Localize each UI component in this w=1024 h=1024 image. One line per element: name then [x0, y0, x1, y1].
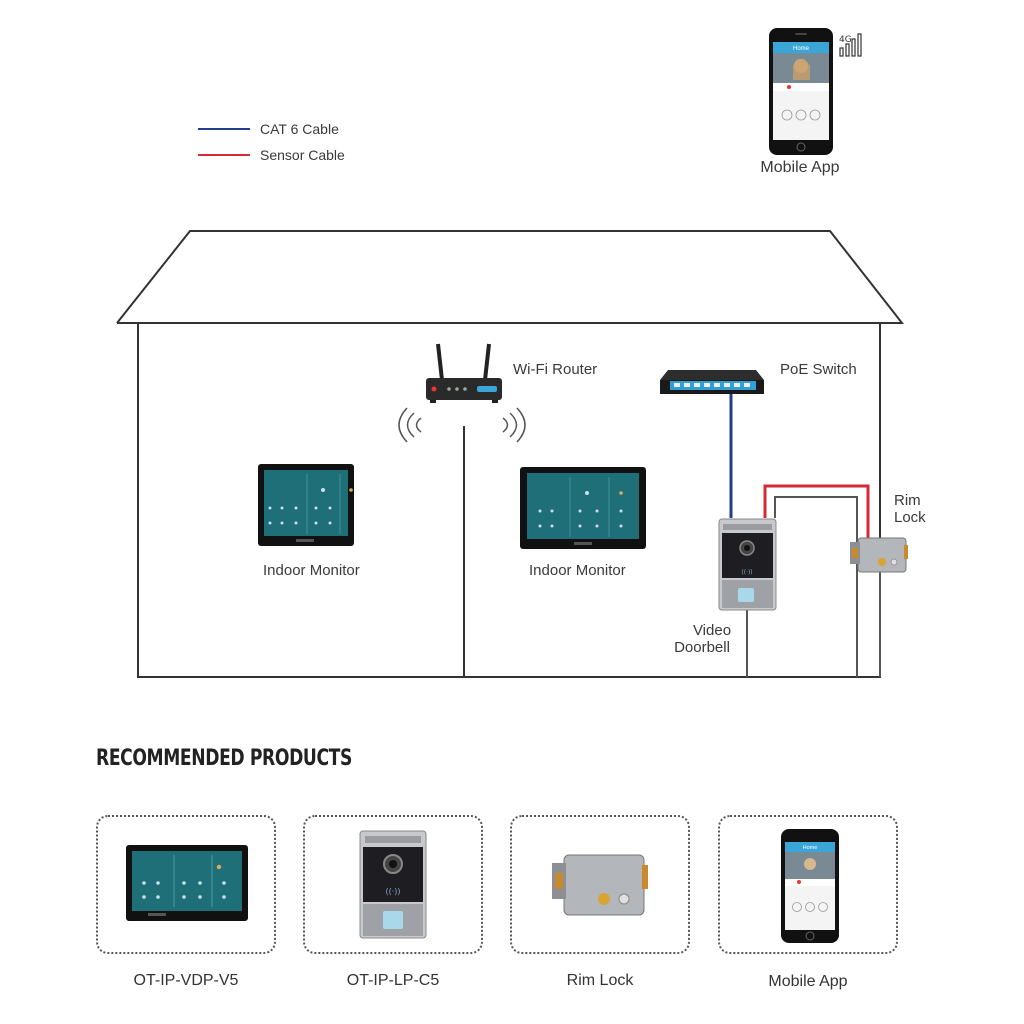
wifi-waves-left-icon [398, 407, 422, 443]
svg-text:((·)): ((·)) [741, 569, 752, 576]
indoor-monitor-2-icon [520, 467, 646, 549]
legend-sensor: Sensor Cable [198, 147, 345, 163]
recommended-products-heading: RECOMMENDED PRODUCTS [96, 746, 352, 771]
mobile-card-screen-title: Home [803, 845, 818, 851]
product-label-1: OT-IP-VDP-V5 [133, 972, 239, 989]
product-label-4: Mobile App [768, 973, 848, 990]
signal-badge-label: 4G [839, 35, 852, 45]
sensor-line-swatch [198, 154, 250, 156]
wifi-router-label: Wi-Fi Router [513, 361, 598, 378]
indoor-monitor-1-label: Indoor Monitor [263, 562, 360, 579]
wifi-waves-right-icon [502, 407, 526, 443]
video-doorbell-label-line2: Doorbell [674, 639, 730, 656]
legend-sensor-label: Sensor Cable [260, 147, 345, 163]
rim-lock-label-line1: Rim [894, 492, 921, 509]
product-card-video-doorbell[interactable]: ((·)) [303, 815, 483, 954]
svg-text:((·)): ((·)) [385, 887, 400, 896]
signal-4g-icon: 4G [839, 33, 862, 57]
indoor-monitor-2-label: Indoor Monitor [529, 562, 626, 579]
house-outline [116, 230, 905, 678]
rim-lock-label-line2: Lock [894, 509, 926, 526]
product-card-mobile-app[interactable]: Home [718, 815, 898, 954]
legend-cat6-label: CAT 6 Cable [260, 121, 339, 137]
rim-lock-icon [552, 854, 648, 916]
video-doorbell-icon: ((·)) [359, 830, 427, 939]
video-doorbell-icon: ((·)) [718, 518, 777, 611]
cat6-line-swatch [198, 128, 250, 130]
product-label-2: OT-IP-LP-C5 [346, 972, 440, 989]
product-card-rim-lock[interactable] [510, 815, 690, 954]
mobile-app-label: Mobile App [760, 159, 840, 176]
rim-lock-icon [850, 537, 908, 573]
indoor-monitor-1-icon [258, 464, 354, 546]
mobile-phone-icon: Home [781, 829, 839, 943]
product-card-indoor-monitor[interactable] [96, 815, 276, 954]
video-doorbell-label-line1: Video [692, 622, 732, 639]
legend-cat6: CAT 6 Cable [198, 121, 339, 137]
poe-switch-label: PoE Switch [780, 361, 857, 378]
indoor-monitor-icon [126, 845, 248, 921]
wiring [463, 394, 881, 677]
mobile-top-screen-title: Home [793, 46, 810, 52]
mobile-phone-top-icon: Home [769, 28, 833, 155]
product-label-3: Rim Lock [566, 972, 634, 989]
wifi-router-icon [426, 343, 502, 403]
poe-switch-icon [660, 370, 764, 394]
